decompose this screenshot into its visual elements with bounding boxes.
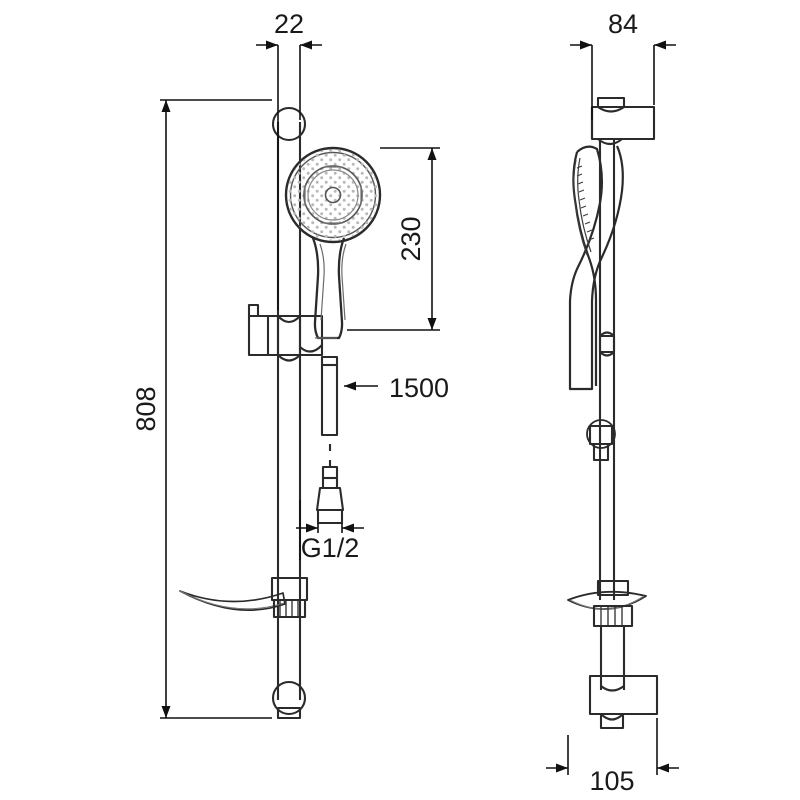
upper-clamp-holder — [247, 303, 324, 362]
dimension-label-808: 808 — [131, 386, 161, 431]
dimension-thread-size — [296, 500, 364, 560]
dimension-handshower-length — [347, 147, 440, 331]
side-view — [567, 96, 659, 730]
dimension-label-105: 105 — [589, 766, 634, 796]
hose-upper — [320, 355, 339, 437]
front-view — [179, 106, 382, 720]
dimension-side-depth — [546, 718, 679, 775]
clamp-lever — [247, 303, 260, 318]
dimension-bracket-projection — [570, 40, 676, 120]
lower-clamp — [270, 576, 309, 602]
dimension-layer: 22 84 230 808 1500 — [131, 9, 679, 796]
dimension-label-1500: 1500 — [389, 373, 449, 403]
dimension-label-84: 84 — [608, 9, 638, 39]
dimension-rail-diameter — [256, 40, 322, 310]
soap-dish-assembly — [179, 576, 309, 619]
dimension-overall-height — [160, 99, 272, 719]
dimension-label-22: 22 — [274, 9, 304, 39]
hose-lower — [315, 465, 345, 525]
clamp-ribs — [272, 598, 307, 619]
bracket-stem — [599, 712, 625, 730]
slide-rail-side — [598, 139, 616, 600]
dimension-label-g12: G1/2 — [301, 533, 360, 563]
lower-dish-side — [567, 579, 647, 692]
hand-shower-side — [568, 145, 624, 462]
lower-collar-side — [596, 579, 630, 597]
rail-top-cap — [271, 106, 307, 142]
rail-bottom-cap — [271, 680, 307, 716]
hand-shower-front — [284, 146, 382, 340]
bottom-wall-bracket — [588, 674, 659, 730]
spray-face-edge — [573, 157, 595, 256]
dimension-label-230: 230 — [396, 216, 426, 261]
